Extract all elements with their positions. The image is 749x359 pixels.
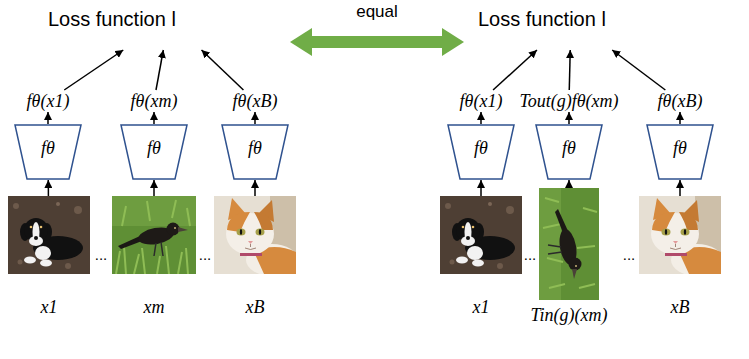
flow-arrow: [254, 112, 256, 124]
image-caption: xB: [214, 296, 296, 318]
trapezoid-shape: [222, 125, 288, 179]
trapezoid-shape: [121, 125, 187, 179]
loss-text: Loss function l: [48, 6, 290, 32]
flow-arrow: [480, 112, 482, 124]
image-caption: xm: [112, 296, 196, 318]
image-caption: Tin(g)(xm): [531, 304, 608, 326]
network-name: fθ: [147, 137, 161, 159]
flow-arrow: [569, 50, 571, 90]
input-image: x1: [8, 196, 90, 318]
flow-arrow: [480, 180, 482, 196]
flow-arrow: [48, 180, 50, 196]
input-image: xB: [639, 196, 721, 318]
dog-photo: [440, 196, 522, 274]
equality-arrow: [312, 36, 442, 48]
edge-label: equal: [354, 2, 400, 22]
ellipsis-label: ...: [199, 246, 212, 264]
image-caption: xB: [639, 296, 721, 318]
flow-arrow: [568, 112, 570, 124]
network-name: fθ: [474, 137, 488, 159]
ellipsis-label: ...: [623, 246, 636, 264]
network-trapezoid: fθ: [646, 124, 714, 180]
cat-photo: [639, 196, 721, 274]
rotated-bird-photo: [539, 188, 599, 300]
flow-arrow: [153, 112, 155, 124]
photo-content: [440, 196, 522, 274]
output-text: Tout(g)fθ(xm): [519, 90, 618, 112]
connector-group: [48, 42, 680, 196]
network-name: fθ: [562, 137, 576, 159]
output-label: fθ(xB): [658, 90, 703, 112]
input-image: xB: [214, 196, 296, 318]
trapezoid-shape: [15, 125, 81, 179]
loss-text: Loss function l: [478, 6, 664, 32]
flow-arrow: [612, 50, 665, 90]
image-caption: x1: [440, 296, 522, 318]
output-label: Tout(g)fθ(xm): [519, 90, 618, 112]
network-trapezoid: fθ: [14, 124, 82, 180]
output-label: fθ(xB): [233, 90, 278, 112]
output-label: fθ(x1): [27, 90, 70, 112]
network-trapezoid: fθ: [535, 124, 603, 180]
flow-arrow: [568, 180, 570, 188]
photo-content: [8, 196, 90, 274]
ellipsis-label: ...: [524, 246, 537, 264]
image-caption: x1: [8, 296, 90, 318]
output-text: fθ(x1): [460, 90, 503, 112]
trapezoid-shape: [536, 125, 602, 179]
network-name: fθ: [673, 137, 687, 159]
output-text: fθ(x1): [27, 90, 70, 112]
cat-photo: [214, 196, 296, 274]
output-label: fθ(xm): [131, 90, 178, 112]
flow-arrow: [679, 112, 681, 124]
dog-photo: [8, 196, 90, 274]
network-trapezoid: fθ: [221, 124, 289, 180]
output-text: fθ(xB): [658, 90, 703, 112]
photo-content: [539, 188, 599, 300]
network-name: fθ: [248, 137, 262, 159]
flow-arrow: [493, 50, 537, 90]
network-trapezoid: fθ: [120, 124, 188, 180]
bird-photo: [112, 196, 196, 274]
flow-arrow: [47, 112, 49, 124]
network-trapezoid: fθ: [447, 124, 515, 180]
flow-arrow: [202, 50, 244, 90]
input-image: xm: [112, 196, 196, 318]
flow-arrow: [254, 180, 256, 196]
photo-content: [214, 196, 296, 274]
network-name: fθ: [41, 137, 55, 159]
input-image: x1: [440, 196, 522, 318]
ellipsis-label: ...: [95, 246, 108, 264]
loss-label: Loss function l: [464, 6, 664, 50]
flow-arrow: [64, 50, 123, 90]
output-text: fθ(xB): [233, 90, 278, 112]
photo-content: [639, 196, 721, 274]
trapezoid-shape: [647, 125, 713, 179]
flow-arrow: [679, 180, 681, 196]
loss-label: Loss function l: [40, 6, 290, 50]
flow-arrow: [156, 50, 163, 90]
output-text: fθ(xm): [131, 90, 178, 112]
trapezoid-shape: [448, 125, 514, 179]
photo-content: [112, 196, 196, 274]
flow-arrow: [153, 180, 155, 196]
output-label: fθ(x1): [460, 90, 503, 112]
input-image: Tin(g)(xm): [531, 188, 608, 326]
